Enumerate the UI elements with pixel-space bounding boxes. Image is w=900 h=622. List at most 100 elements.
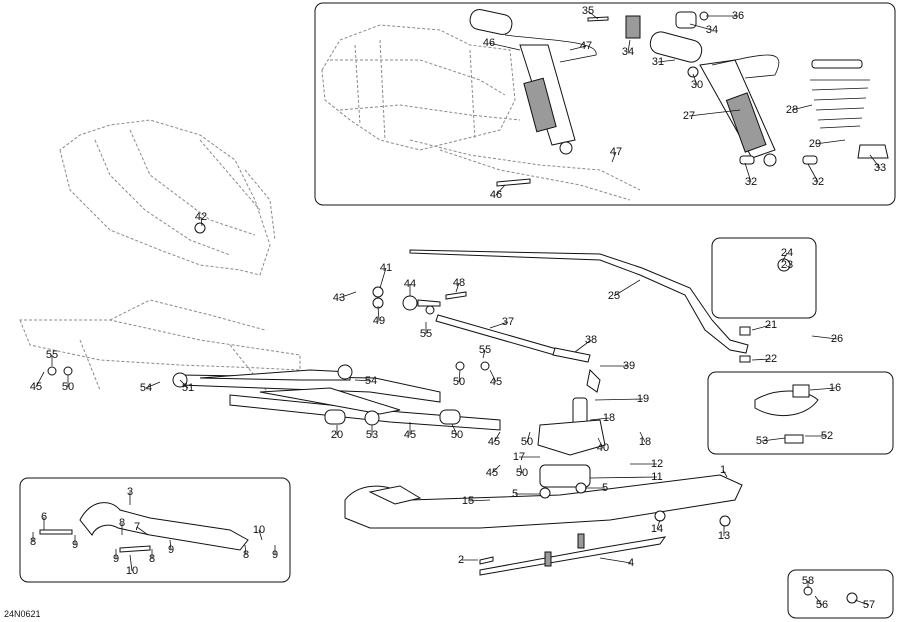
callout-label: 23 — [781, 259, 793, 271]
callout-label: 43 — [333, 292, 345, 304]
steering-tie-rod — [402, 295, 591, 363]
callout-label: 46 — [483, 37, 495, 49]
callout-label: 17 — [513, 451, 525, 463]
leader-line — [689, 23, 713, 31]
leader-line — [455, 282, 460, 293]
callout-label: 48 — [453, 277, 465, 289]
callout-label: 47 — [610, 146, 622, 158]
callout-label: 53 — [756, 435, 768, 447]
callout-label: 45 — [488, 436, 500, 448]
callout-label: 45 — [404, 429, 416, 441]
leader-line — [611, 151, 617, 163]
leader-line — [814, 595, 823, 606]
callout-label: 4 — [628, 557, 634, 569]
callout-label: 44 — [404, 278, 416, 290]
leader-line — [354, 379, 372, 382]
leader-line — [869, 154, 881, 169]
callout-label: 54 — [365, 375, 377, 387]
leader-line — [744, 162, 752, 183]
callout-label: 8 — [243, 549, 249, 561]
leader-line — [613, 279, 641, 297]
rear-shock-absorber — [649, 31, 780, 167]
leader-line — [377, 305, 380, 322]
callout-label: 5 — [602, 482, 608, 494]
leader-line — [597, 437, 604, 449]
leader-line — [179, 379, 189, 389]
leader-line — [495, 184, 506, 196]
callout-label: 18 — [603, 412, 615, 424]
shock-small-parts — [496, 11, 818, 187]
callout-label: 31 — [652, 56, 664, 68]
callout-label: 57 — [863, 599, 875, 611]
leader-line — [491, 464, 501, 474]
callout-label: 5 — [512, 488, 518, 500]
ski — [344, 474, 743, 576]
callout-label: 33 — [874, 162, 886, 174]
callout-label: 45 — [490, 376, 502, 388]
leader-lines — [32, 10, 881, 606]
callout-label: 10 — [253, 524, 265, 536]
leader-line — [587, 10, 599, 20]
callout-label: 56 — [816, 599, 828, 611]
callout-label: 45 — [30, 381, 42, 393]
callout-label: 32 — [812, 176, 824, 188]
callout-label: 50 — [62, 381, 74, 393]
leader-line — [722, 469, 728, 478]
callout-label: 18 — [639, 436, 651, 448]
leader-line — [489, 369, 497, 383]
leader-line — [338, 291, 357, 299]
leader-line — [656, 519, 661, 530]
leader-line — [781, 252, 788, 263]
leader-line — [519, 464, 523, 474]
leader-line — [136, 526, 149, 536]
leader-line — [785, 264, 788, 267]
leader-line — [809, 387, 836, 391]
leader-line — [493, 431, 501, 443]
callout-label: 45 — [486, 467, 498, 479]
chassis-ghost-top — [321, 24, 641, 201]
callout-label: 36 — [732, 10, 744, 22]
callout-label: 51 — [182, 382, 194, 394]
leader-line — [657, 59, 676, 63]
callout-label: 50 — [451, 429, 463, 441]
callout-label: 10 — [126, 565, 138, 577]
leader-line — [751, 358, 772, 361]
callout-label: 6 — [41, 511, 47, 523]
callout-label: 34 — [706, 24, 718, 36]
leader-line — [751, 324, 772, 331]
callout-label: 58 — [802, 575, 814, 587]
callout-label: 8 — [30, 536, 36, 548]
leader-line — [129, 554, 133, 572]
leader-line — [791, 104, 813, 111]
leader-line — [761, 437, 786, 442]
callout-label: 9 — [168, 544, 174, 556]
callout-label: 20 — [331, 429, 343, 441]
callout-label: 24 — [781, 247, 793, 259]
leader-line — [589, 476, 658, 479]
leader-line — [854, 599, 870, 606]
callout-label: 55 — [46, 349, 58, 361]
leader-line — [489, 321, 509, 329]
leader-line — [639, 431, 646, 443]
leader-line — [379, 267, 387, 289]
callout-label: 16 — [829, 382, 841, 394]
callout-label: 50 — [453, 376, 465, 388]
callout-label: 9 — [72, 539, 78, 551]
callout-label: 28 — [786, 104, 798, 116]
callout-label: 41 — [380, 262, 392, 274]
leader-line — [569, 45, 587, 51]
callout-label: 47 — [580, 40, 592, 52]
callout-label: 55 — [420, 328, 432, 340]
callout-label: 12 — [651, 458, 663, 470]
callout-label: 25 — [608, 290, 620, 302]
callout-label: 40 — [597, 442, 609, 454]
leader-line — [594, 398, 644, 401]
callout-label: 39 — [623, 360, 635, 372]
callout-label: 8 — [119, 517, 125, 529]
leader-line — [467, 499, 491, 502]
leader-line — [451, 423, 458, 436]
callout-label: 1 — [720, 464, 726, 476]
callout-label: 9 — [272, 549, 278, 561]
ski-handle-inset-frame — [19, 477, 291, 583]
